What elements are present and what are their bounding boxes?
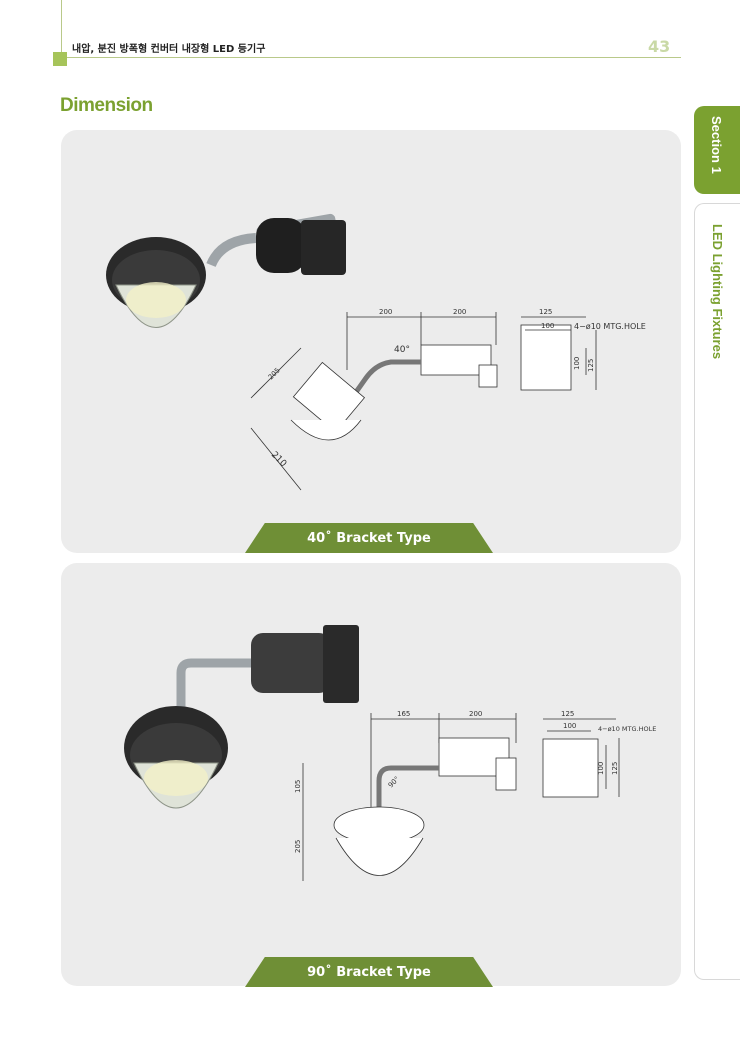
angle-label: 90° (387, 775, 401, 789)
product-photo (106, 213, 346, 328)
tab-label: LED Lighting Fixtures (710, 224, 725, 360)
dim-label: 125 (587, 359, 595, 372)
running-header: 내압, 분진 방폭형 컨버터 내장형 LED 등기구 (72, 44, 266, 55)
product-figure-90: 165 200 125 100 4−ø10 MTG.HOLE 100 125 9… (124, 625, 656, 881)
frame-line (61, 0, 62, 57)
dim-label: 100 (563, 722, 576, 730)
caption-banner: 40˚ Bracket Type (245, 523, 493, 553)
hole-label: 4−ø10 MTG.HOLE (574, 322, 646, 331)
dim-label: 200 (453, 308, 466, 316)
dim-label: 165 (397, 710, 410, 718)
dim-label: 200 (469, 710, 482, 718)
angle-label: 40° (394, 345, 410, 355)
frame-line (61, 57, 681, 58)
section-heading: Dimension (60, 95, 153, 116)
hole-label: 4−ø10 MTG.HOLE (598, 725, 656, 733)
product-photo (124, 625, 359, 809)
dim-label: 105 (294, 780, 302, 793)
dim-label: 200 (379, 308, 392, 316)
dim-label: 100 (541, 322, 554, 330)
dim-label: 125 (539, 308, 552, 316)
product-figure-40: 200 200 125 100 4−ø10 MTG.HOLE 100 125 4… (106, 213, 646, 491)
dim-label: 100 (573, 357, 581, 370)
caption-banner: 90˚ Bracket Type (245, 957, 493, 987)
dimension-drawing (302, 713, 620, 881)
tab-led-lighting-fixtures[interactable]: LED Lighting Fixtures (694, 203, 740, 980)
page-number: 43 (648, 37, 671, 56)
dimension-drawing (250, 312, 597, 491)
dim-label: 125 (561, 710, 574, 718)
dim-label: 125 (611, 762, 619, 775)
dim-label: 205 (267, 366, 282, 381)
dim-label: 210 (269, 450, 288, 469)
tab-section-1[interactable]: Section 1 (694, 106, 740, 194)
product-panel-40 (61, 130, 681, 553)
corner-marker (53, 52, 67, 66)
dim-label: 205 (294, 840, 302, 853)
tab-label: Section 1 (709, 116, 724, 174)
dim-label: 100 (597, 762, 605, 775)
